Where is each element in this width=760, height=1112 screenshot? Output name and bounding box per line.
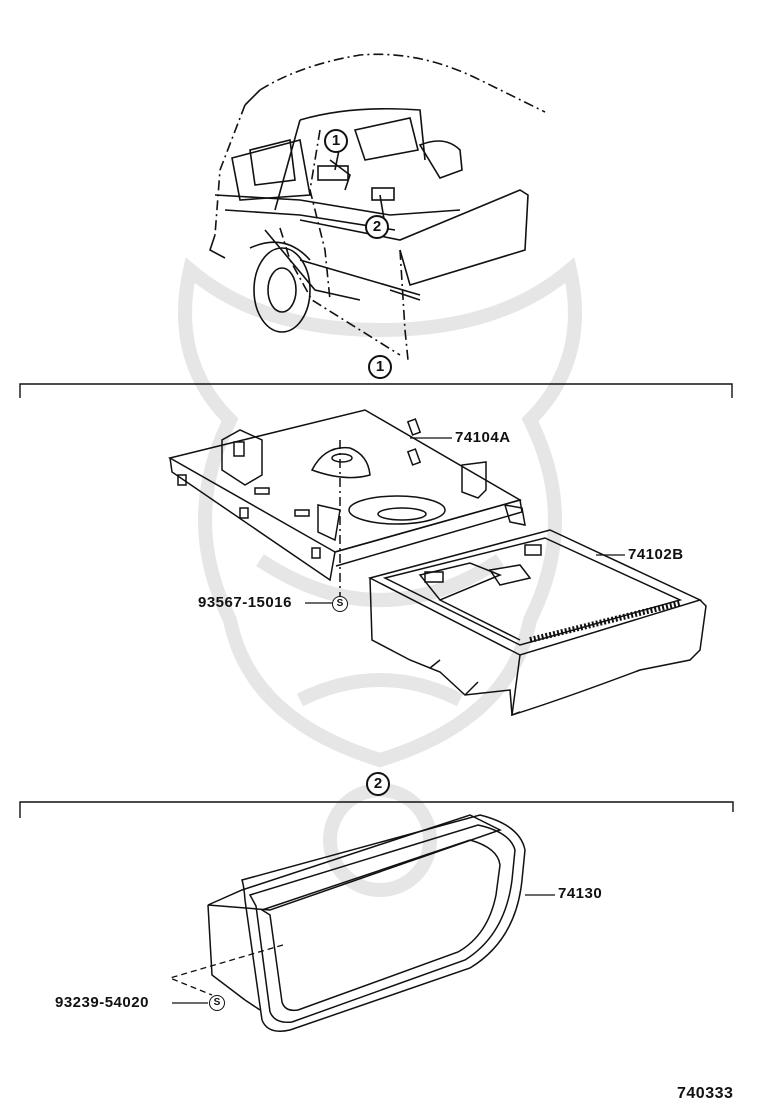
- part-label-74130: 74130: [558, 885, 603, 902]
- callout-2-vehicle: 2: [365, 215, 389, 239]
- callout-1-section: 1: [368, 355, 392, 379]
- vehicle-illustration: [209, 53, 546, 361]
- drawer-74102b: [367, 529, 707, 717]
- part-label-93567-15016: 93567-15016: [198, 594, 292, 611]
- part-label-74102b: 74102B: [628, 546, 684, 563]
- part-label-93239-54020: 93239-54020: [55, 994, 149, 1011]
- tray-bracket-74104a: [167, 409, 526, 600]
- leaders-section-1: [305, 437, 625, 604]
- callout-1-vehicle: 1: [324, 129, 348, 153]
- box-74130: [207, 814, 526, 1032]
- leaders-section-2: [168, 894, 555, 1004]
- part-label-74104a: 74104A: [455, 429, 511, 446]
- screw-symbol-icon: S: [209, 995, 225, 1011]
- section-2-bracket: [19, 801, 734, 818]
- section-1-bracket: [19, 383, 733, 398]
- diagram-code: 740333: [677, 1085, 734, 1102]
- callout-2-section: 2: [366, 772, 390, 796]
- screw-symbol-icon: S: [332, 596, 348, 612]
